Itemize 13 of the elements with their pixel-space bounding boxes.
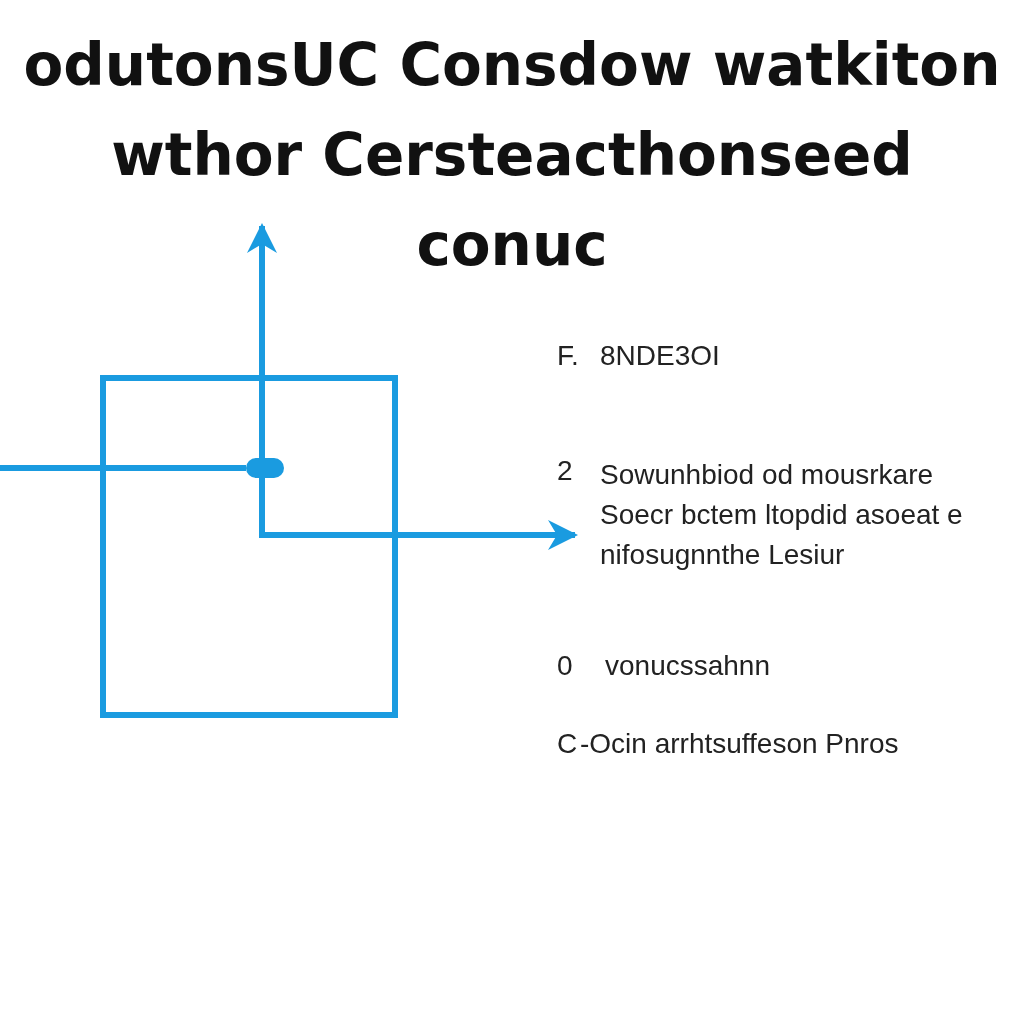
list-marker: 2 (557, 455, 573, 487)
label-text: vonucssahnn (605, 650, 770, 682)
arrow (247, 223, 277, 458)
title: odutonsUC Consdow watkiton wthor Cersteacthonseed conuc (22, 30, 1002, 281)
label-text: 8NDE3OI (600, 340, 720, 372)
arrow (259, 478, 578, 550)
label-text: -Ocin arrhtsuffeson Pnros (580, 728, 899, 760)
outline-box (100, 375, 398, 718)
connector-line (0, 465, 246, 471)
list-marker: 0 (557, 650, 573, 682)
label-text: Sowunhbiod od mousrkare Soecr bctem ltopdid asoeat e nifosugnnthe Lesiur (600, 458, 964, 572)
list-marker: F. (557, 340, 579, 372)
list-marker: C (557, 728, 578, 760)
